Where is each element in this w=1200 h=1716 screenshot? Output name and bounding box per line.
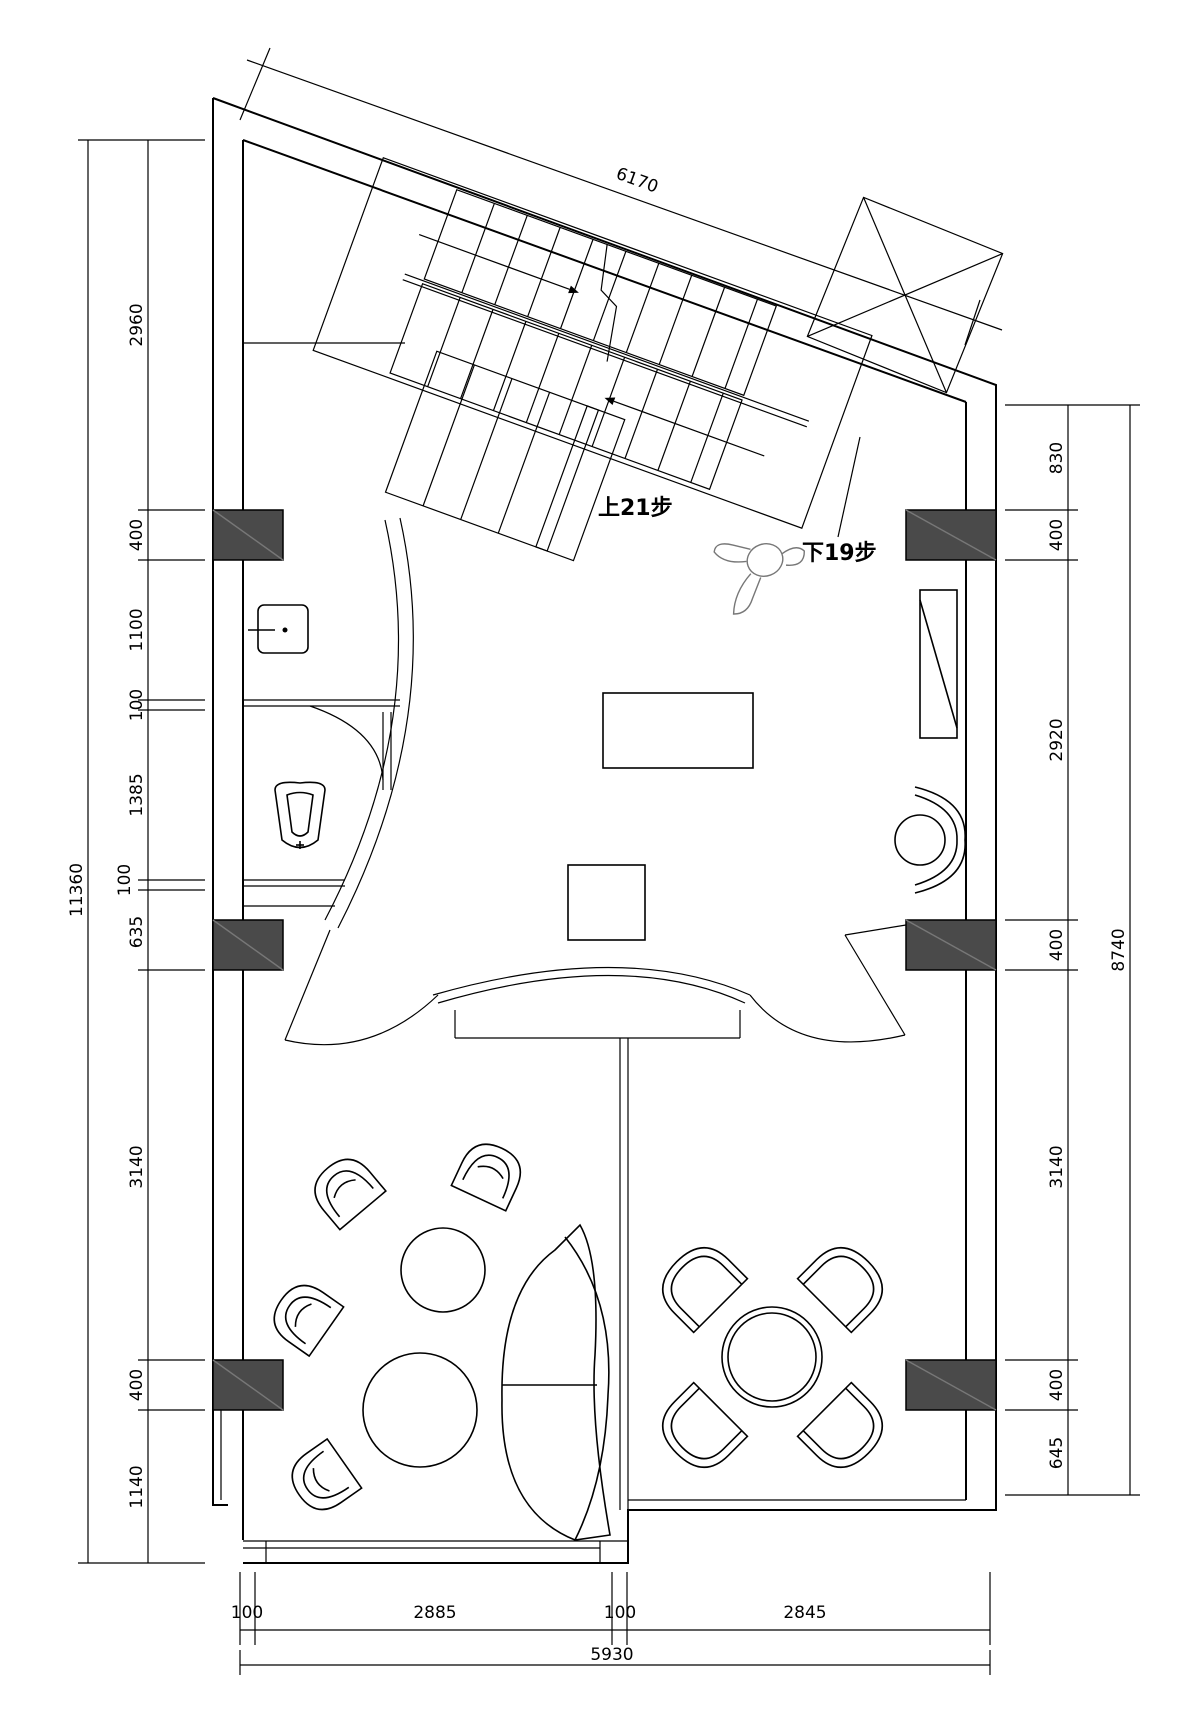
dim-bottom-seg-0: 100 bbox=[231, 1603, 263, 1623]
columns bbox=[212, 509, 997, 1411]
dim-right-segments: 830 400 2920 400 3140 400 645 bbox=[1005, 405, 1078, 1495]
stairs-down-label: 下19步 bbox=[802, 540, 877, 566]
dim-bottom-segments: 100 2885 100 2845 bbox=[231, 1572, 991, 1645]
outer-walls bbox=[212, 97, 997, 1564]
dim-left-seg-9: 1140 bbox=[127, 1465, 147, 1508]
stairs-up-label: 上21步 bbox=[598, 495, 673, 521]
square-table bbox=[567, 864, 646, 941]
dining-set bbox=[661, 1246, 884, 1469]
dim-bottom-seg-1: 2885 bbox=[413, 1603, 456, 1623]
dim-bottom-total: 5930 bbox=[239, 1645, 991, 1675]
dim-left-seg-6: 635 bbox=[127, 916, 147, 948]
dim-top-diagonal: 6170 bbox=[239, 47, 1003, 346]
dim-left-seg-8: 400 bbox=[127, 1369, 147, 1401]
dim-right-seg-5: 400 bbox=[1047, 1369, 1067, 1401]
right-cabinet bbox=[919, 589, 958, 739]
person-symbol bbox=[713, 543, 805, 615]
dim-left-total-value: 11360 bbox=[67, 863, 87, 917]
dim-bottom-seg-2: 100 bbox=[604, 1603, 636, 1623]
dim-right-total: 8740 bbox=[1005, 404, 1140, 1496]
dim-left-seg-4: 1385 bbox=[127, 773, 147, 816]
dim-bottom-total-value: 5930 bbox=[590, 1645, 633, 1665]
dim-left-seg-1: 400 bbox=[127, 519, 147, 551]
dim-right-seg-1: 400 bbox=[1047, 519, 1067, 551]
dim-right-seg-3: 400 bbox=[1047, 929, 1067, 961]
stair-flight-lower bbox=[384, 350, 626, 562]
reception-desk bbox=[602, 692, 754, 769]
dim-right-seg-0: 830 bbox=[1047, 442, 1067, 474]
staircase bbox=[312, 156, 873, 529]
wash-basin bbox=[248, 604, 309, 654]
lounge-furniture bbox=[273, 1143, 611, 1541]
dim-left-seg-7: 3140 bbox=[127, 1145, 147, 1188]
dim-left-seg-3: 100 bbox=[127, 689, 147, 721]
dim-left-segments: 2960 400 1100 100 1385 100 635 3140 400 … bbox=[115, 140, 205, 1563]
dim-right-seg-6: 645 bbox=[1047, 1437, 1067, 1469]
dim-bottom-seg-3: 2845 bbox=[783, 1603, 826, 1623]
urinal-toilet bbox=[274, 781, 326, 849]
dim-left-total: 11360 bbox=[67, 139, 205, 1564]
dim-right-seg-4: 3140 bbox=[1047, 1145, 1067, 1188]
round-seat-right bbox=[894, 786, 966, 894]
dim-left-seg-0: 2960 bbox=[127, 303, 147, 346]
dim-left-seg-2: 1100 bbox=[127, 608, 147, 651]
dim-right-seg-2: 2920 bbox=[1047, 718, 1067, 761]
curved-partition bbox=[243, 517, 907, 1510]
dim-right-total-value: 8740 bbox=[1109, 928, 1129, 971]
dim-top-value: 6170 bbox=[613, 164, 660, 198]
dim-left-seg-5: 100 bbox=[115, 864, 135, 896]
